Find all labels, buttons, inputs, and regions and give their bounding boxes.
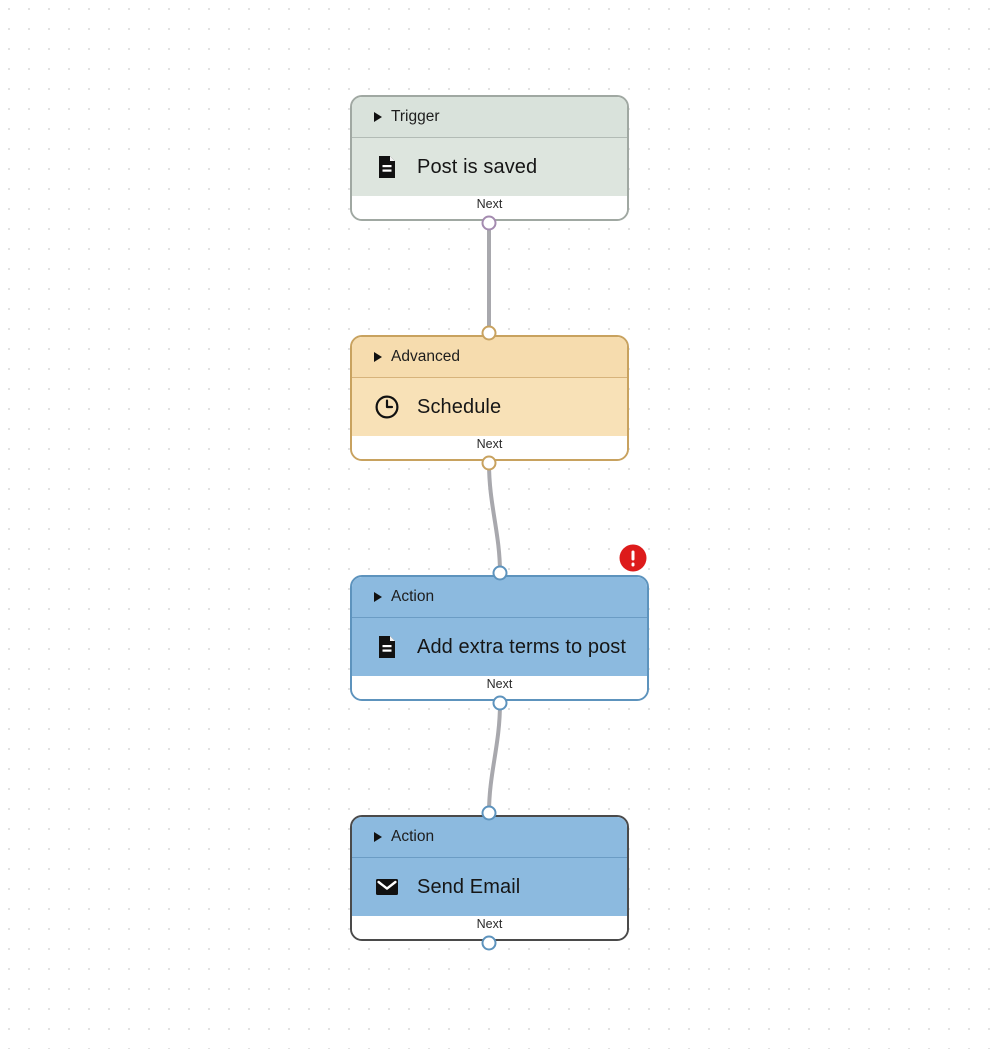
edge-action-terms-to-action-email[interactable]	[487, 701, 502, 815]
edge-advanced-to-action-terms[interactable]	[487, 461, 502, 575]
action-terms-input-port[interactable]	[492, 565, 508, 581]
node-next-footer[interactable]: Next	[352, 916, 627, 939]
action-terms-output-port[interactable]	[492, 695, 508, 711]
node-category-label: Trigger	[391, 108, 440, 125]
envelope-icon	[374, 874, 400, 900]
disclosure-triangle-icon[interactable]	[374, 112, 382, 122]
node-header[interactable]: Action	[352, 577, 647, 618]
node-body[interactable]: Post is saved	[352, 138, 627, 196]
next-label: Next	[486, 677, 513, 691]
node-header[interactable]: Advanced	[352, 337, 627, 378]
node-next-footer[interactable]: Next	[352, 196, 627, 219]
disclosure-triangle-icon[interactable]	[374, 592, 382, 602]
next-label: Next	[476, 197, 503, 211]
node-category-label: Advanced	[391, 348, 460, 365]
error-badge[interactable]	[619, 544, 647, 572]
trigger-output-port[interactable]	[481, 215, 497, 231]
node-header[interactable]: Trigger	[352, 97, 627, 138]
node-title-label: Schedule	[417, 395, 502, 418]
node-body[interactable]: Add extra terms to post	[352, 618, 647, 676]
disclosure-triangle-icon[interactable]	[374, 352, 382, 362]
node-next-footer[interactable]: Next	[352, 436, 627, 459]
node-header[interactable]: Action	[352, 817, 627, 858]
node-next-footer[interactable]: Next	[352, 676, 647, 699]
node-category-label: Action	[391, 588, 435, 605]
document-icon	[374, 634, 400, 660]
exclamation-icon	[631, 550, 635, 561]
clock-icon	[374, 394, 400, 420]
node-body[interactable]: Schedule	[352, 378, 627, 436]
node-title-label: Add extra terms to post	[417, 635, 627, 658]
action-email-output-port[interactable]	[481, 935, 497, 951]
document-icon	[374, 154, 400, 180]
node-category-label: Action	[391, 828, 435, 845]
advanced-input-port[interactable]	[481, 325, 497, 341]
exclamation-dot	[631, 562, 635, 567]
node-title-label: Send Email	[417, 875, 521, 898]
node-title-label: Post is saved	[417, 155, 538, 178]
node-body[interactable]: Send Email	[352, 858, 627, 916]
action-email-input-port[interactable]	[481, 805, 497, 821]
disclosure-triangle-icon[interactable]	[374, 832, 382, 842]
next-label: Next	[476, 437, 503, 451]
next-label: Next	[476, 917, 503, 931]
advanced-output-port[interactable]	[481, 455, 497, 471]
